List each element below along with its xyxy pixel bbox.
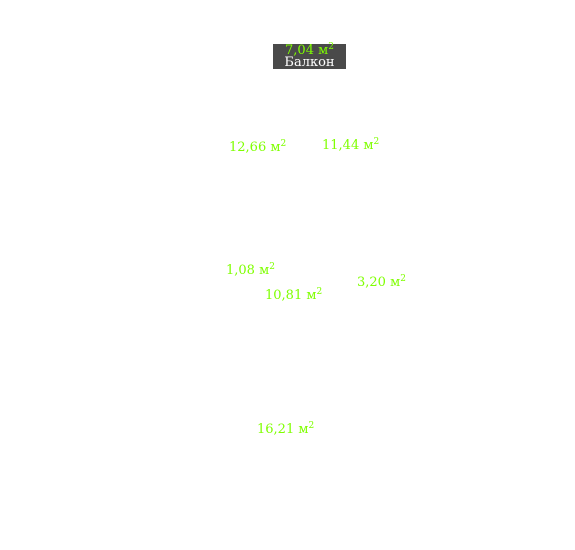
balcony-area: 7,04 м2	[285, 42, 334, 58]
room-area-label[interactable]: 16,21 м2	[257, 421, 315, 437]
room-area-label[interactable]: 1,08 м2	[226, 262, 275, 278]
room-area-label[interactable]: 12,66 м2	[229, 139, 287, 155]
room-area-label[interactable]: 11,44 м2	[322, 137, 380, 153]
balcony-label[interactable]: 7,04 м2 Балкон	[273, 42, 346, 70]
room-area-label[interactable]: 3,20 м2	[357, 274, 406, 290]
balcony-name: Балкон	[284, 55, 335, 70]
room-area-label[interactable]: 10,81 м2	[265, 287, 323, 303]
